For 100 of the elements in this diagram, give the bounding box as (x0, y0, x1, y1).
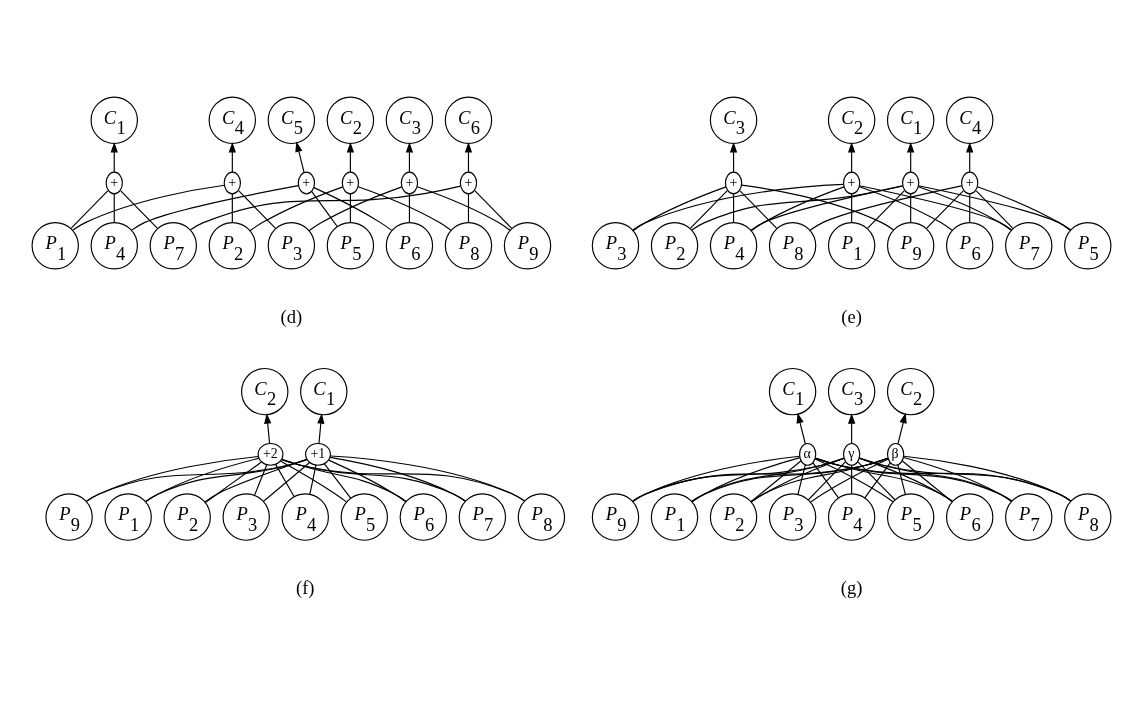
node-ellipse: +2 (257, 442, 284, 466)
connector (309, 464, 317, 495)
label: (e) (841, 306, 862, 328)
connector (750, 457, 845, 503)
arrow (110, 142, 118, 173)
connector (231, 193, 233, 224)
connector (903, 455, 1072, 502)
connector (897, 464, 906, 496)
connector (632, 457, 845, 502)
arrow (796, 412, 806, 445)
node-ellipse: + (961, 171, 979, 195)
arrow (346, 142, 355, 173)
connector (925, 190, 964, 229)
arrow (848, 142, 856, 173)
connector (797, 464, 806, 496)
connector (238, 190, 277, 229)
connector (279, 460, 348, 503)
node-ellipse: + (341, 171, 360, 195)
connector (902, 457, 1013, 503)
connector (249, 186, 344, 232)
connector (263, 461, 311, 502)
node-ellipse: α (798, 442, 817, 466)
connector (311, 190, 338, 228)
connector (807, 461, 846, 501)
connector (739, 190, 778, 229)
connector (691, 185, 904, 231)
connector (85, 459, 308, 502)
connector (70, 190, 109, 229)
connector (145, 457, 260, 503)
connector (308, 186, 403, 232)
node-ellipse: + (105, 171, 123, 195)
arrow (264, 413, 272, 444)
arrow (729, 142, 738, 173)
arrow (966, 142, 974, 173)
connector (204, 458, 308, 503)
connector (858, 457, 1072, 502)
connector (812, 462, 840, 499)
connector (851, 464, 853, 495)
connector (691, 457, 801, 503)
label: (f) (296, 577, 315, 599)
connector (917, 186, 1012, 231)
connector (814, 457, 1013, 502)
connector (858, 186, 953, 231)
node-ellipse: + (902, 171, 920, 195)
node-ellipse: + (400, 171, 419, 195)
connector (858, 457, 1013, 502)
connector (691, 457, 845, 503)
connector (113, 193, 115, 224)
connector (851, 193, 853, 224)
connector (204, 461, 263, 504)
connector (467, 193, 470, 224)
connector (866, 190, 905, 229)
connector (632, 457, 889, 502)
connector (474, 190, 513, 229)
connector (689, 190, 728, 229)
connector (732, 193, 735, 224)
connector (313, 187, 393, 231)
connector (274, 463, 295, 498)
arrow (295, 141, 305, 173)
connector (281, 459, 526, 502)
node-ellipse: + (724, 171, 743, 195)
connector (809, 185, 963, 231)
connector (357, 186, 452, 231)
arrow (848, 413, 856, 444)
arrow (897, 412, 907, 445)
connector (750, 460, 802, 503)
connector (323, 463, 352, 499)
connector (901, 460, 953, 503)
connector (975, 190, 1014, 229)
label: (g) (840, 577, 863, 599)
connector (917, 185, 1072, 231)
connector (281, 458, 466, 502)
connector (349, 193, 351, 224)
connector (691, 457, 889, 502)
connector (814, 457, 1072, 502)
connector (416, 186, 511, 231)
connector (750, 186, 845, 232)
arrow (464, 142, 473, 173)
connector (858, 185, 1013, 231)
connector (254, 464, 268, 496)
connector (329, 455, 526, 502)
connector (976, 186, 1071, 231)
connector (969, 193, 971, 224)
connector (120, 190, 159, 229)
arrow (405, 142, 414, 173)
connector (632, 455, 801, 502)
label: (d) (280, 306, 303, 328)
arrow (317, 413, 325, 444)
connector (144, 458, 308, 502)
connector (864, 462, 892, 499)
connector (750, 457, 889, 503)
node-ellipse: +1 (305, 442, 331, 466)
node-ellipse: + (842, 171, 861, 195)
connector (632, 183, 844, 231)
arrow (907, 142, 915, 173)
connector (814, 457, 954, 502)
node-ellipse: + (297, 171, 316, 195)
node-ellipse: + (223, 171, 241, 195)
connector (189, 185, 461, 231)
connector (328, 459, 407, 503)
